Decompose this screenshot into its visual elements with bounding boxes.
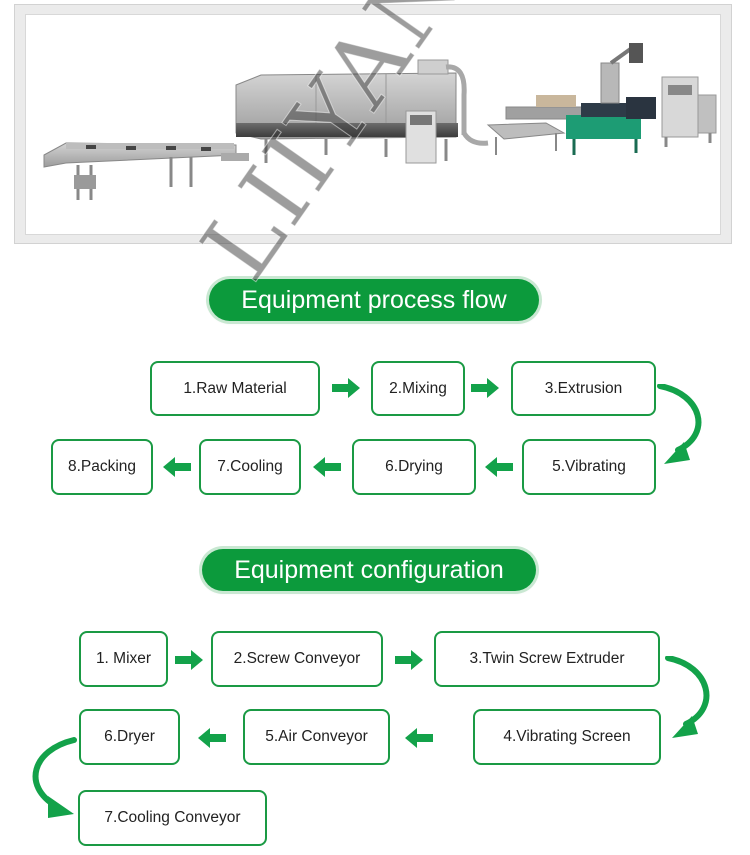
product-line-photo [25,14,721,235]
extrusion-line-illustration [43,43,717,200]
process-step-vibrating: 5.Vibrating [522,439,656,495]
config-item-dryer: 6.Dryer [79,709,180,765]
process-step-raw-material: 1.Raw Material [150,361,320,416]
config-item-screw-conveyor: 2.Screw Conveyor [211,631,383,687]
process-step-packing: 8.Packing [51,439,153,495]
config-item-twin-screw-extruder: 3.Twin Screw Extruder [434,631,660,687]
right-arrow-icon [395,650,423,670]
curved-arrow-icon [32,737,77,818]
curved-arrow-icon [665,656,710,738]
right-arrow-icon [175,650,203,670]
left-arrow-icon [405,728,433,748]
product-line-photo-frame [14,4,732,244]
right-arrow-icon [332,378,360,398]
process-step-extrusion: 3.Extrusion [511,361,656,416]
configuration-title: Equipment configuration [202,549,536,591]
left-arrow-icon [163,457,191,477]
left-arrow-icon [313,457,341,477]
process-step-cooling: 7.Cooling [199,439,301,495]
config-item-cooling-conveyor: 7.Cooling Conveyor [78,790,267,846]
process-step-drying: 6.Drying [352,439,476,495]
right-arrow-icon [471,378,499,398]
process-step-mixing: 2.Mixing [371,361,465,416]
left-arrow-icon [198,728,226,748]
config-item-mixer: 1. Mixer [79,631,168,687]
left-arrow-icon [485,457,513,477]
curved-arrow-icon [657,384,702,464]
config-item-vibrating-screen: 4.Vibrating Screen [473,709,661,765]
process-flow-title: Equipment process flow [209,279,539,321]
config-item-air-conveyor: 5.Air Conveyor [243,709,390,765]
